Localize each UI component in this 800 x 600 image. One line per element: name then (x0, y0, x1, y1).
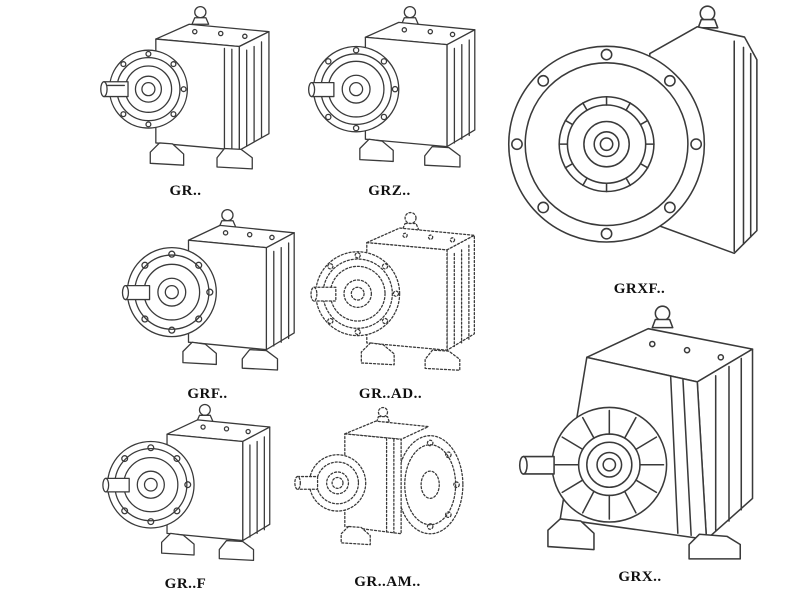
product-label-grf-foot: GR..F (164, 576, 207, 592)
product-cell-grad: GR..AD.. (288, 208, 493, 405)
gearbox-drawing-gr (100, 5, 270, 170)
gearbox-drawing-gram (294, 406, 464, 546)
gearbox-drawing-grxf (507, 5, 758, 255)
product-label-grad: GR..AD.. (358, 386, 423, 402)
product-cell-grx: GRX.. (495, 298, 785, 588)
gearbox-drawing-grf (121, 208, 295, 371)
product-cell-gram: GR..AM.. (285, 403, 490, 593)
product-label-gr: GR.. (169, 183, 202, 199)
product-cell-grf-foot: GR..F (88, 400, 283, 595)
product-cell-grxf: GRXF.. (492, 0, 787, 300)
product-cell-grf: GRF.. (100, 205, 315, 405)
product-label-gram: GR..AM.. (354, 574, 421, 590)
gearbox-drawing-grad (310, 211, 476, 371)
product-cell-grz: GRZ.. (292, 2, 487, 202)
product-label-grf: GRF.. (187, 386, 228, 402)
gearbox-drawing-grz (307, 5, 476, 168)
product-cell-gr: GR.. (88, 2, 283, 202)
gearbox-drawing-grx (518, 305, 754, 560)
product-label-grz: GRZ.. (368, 183, 411, 199)
gearbox-drawing-grf-foot (102, 403, 271, 562)
product-label-grx: GRX.. (618, 569, 662, 585)
product-label-grxf: GRXF.. (613, 281, 666, 297)
